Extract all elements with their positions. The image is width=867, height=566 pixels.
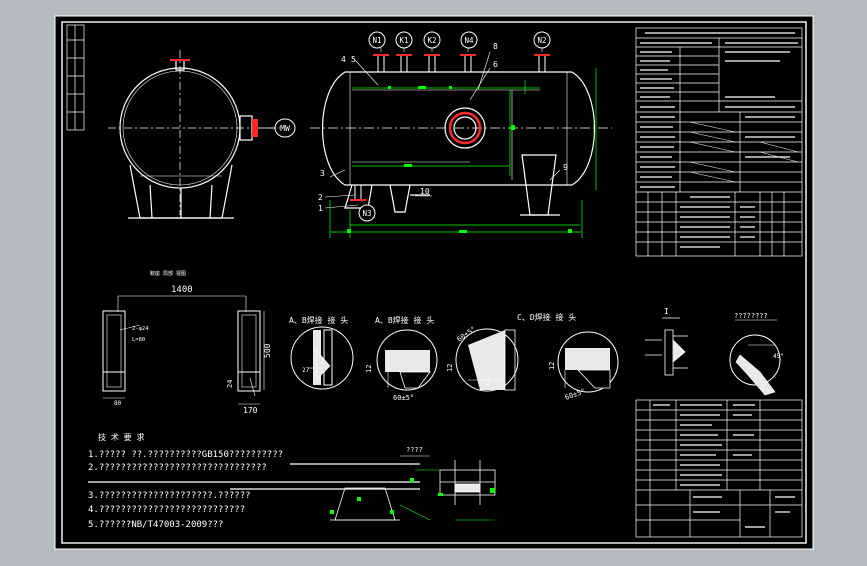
tech-req-line-5: 5.??????NB/T47003-2009??? <box>88 520 223 530</box>
table-text-strokes <box>640 32 798 248</box>
callout-4: 4 <box>341 55 346 64</box>
saddle-width-dim: 1400 <box>171 285 193 295</box>
tech-req-line-3: 3.?????????????????????.?????? <box>88 491 251 501</box>
detail-nozzle-title: ???????? <box>734 312 768 320</box>
callout-3: 3 <box>320 169 325 178</box>
callout-8: 8 <box>493 42 498 51</box>
weld-detail-4 <box>557 331 619 393</box>
tech-req-line-1: 1.????? ??.??????????GB150?????????? <box>88 450 283 460</box>
nozzle-n3-label: N3 <box>362 209 371 218</box>
saddle-hole-note2: L=80 <box>132 337 145 343</box>
green-dim-marks <box>347 86 572 233</box>
weld-detail-3 <box>455 328 519 392</box>
nozzle-n3: N3 <box>350 184 376 222</box>
weld-detail-2 <box>376 329 438 391</box>
part-callouts <box>324 51 561 209</box>
callout-5: 5 <box>351 55 356 64</box>
top-nozzles: N1 K1 K2 N4 N2 <box>368 31 551 73</box>
weld2-12: 12 <box>365 365 373 373</box>
saddle-title: 鞍座 局部 视图 <box>150 270 186 277</box>
callout-6: 6 <box>493 60 498 69</box>
nozzle-n4-label: N4 <box>464 36 474 45</box>
callout-10: 10 <box>420 187 430 196</box>
nozzle-mw: MW <box>258 118 296 138</box>
weld3-2: 2 <box>486 380 490 387</box>
tech-req-line-2: 2.??????????????????????????????? <box>88 463 267 473</box>
saddle-80-dim: 80 <box>114 400 122 407</box>
title-block-lower <box>635 399 803 538</box>
green-dimensions <box>329 68 597 238</box>
detail-nozzle <box>729 319 781 396</box>
nozzle-n2-label: N2 <box>537 36 546 45</box>
weld-detail-1-title: A、B焊接 接 头 <box>289 315 348 325</box>
weld-detail-2-title: A、B焊接 接 头 <box>375 315 434 325</box>
detail-i-title: I <box>664 307 669 316</box>
weld4-12: 12 <box>548 362 556 370</box>
drawing-border <box>61 21 807 544</box>
nozzle-n1-label: N1 <box>372 36 381 45</box>
detail-nozzle-45: 45° <box>773 353 784 360</box>
tech-req-line-4: 4.??????????????????????????? <box>88 505 245 515</box>
revision-strip <box>66 24 85 131</box>
end-view <box>108 50 280 219</box>
small-detail <box>330 455 496 521</box>
title-block-upper <box>635 27 803 257</box>
saddle-hole-note: 2-φ24 <box>132 326 149 332</box>
weld3-12: 12 <box>446 364 454 372</box>
small-detail-title: ???? <box>406 446 423 454</box>
callout-1: 1 <box>318 204 323 213</box>
nozzle-k2-label: K2 <box>427 36 436 45</box>
saddle-foot-dim: 24 <box>226 380 234 388</box>
lower-table-text-strokes <box>653 404 795 528</box>
callout-9: 9 <box>563 163 568 172</box>
weld-detail-4-title: C、D焊接 接 头 <box>517 312 576 322</box>
callout-2: 2 <box>318 193 323 202</box>
nozzle-mw-label: MW <box>280 124 290 133</box>
detail-i <box>645 317 688 376</box>
weld-detail-1 <box>290 326 354 390</box>
saddle-base-dim: 170 <box>243 406 258 415</box>
table-diagonal-fills <box>689 121 799 183</box>
nozzle-k1-label: K1 <box>399 36 408 45</box>
weld1-27: 27 <box>302 367 310 374</box>
saddle-height-dim: 500 <box>263 343 272 358</box>
saddle-detail <box>102 295 265 405</box>
tech-req-title: 技 术 要 求 <box>98 432 144 442</box>
tech-req-overlap-strokes <box>88 463 420 490</box>
weld2-angle: 60±5° <box>393 394 414 402</box>
